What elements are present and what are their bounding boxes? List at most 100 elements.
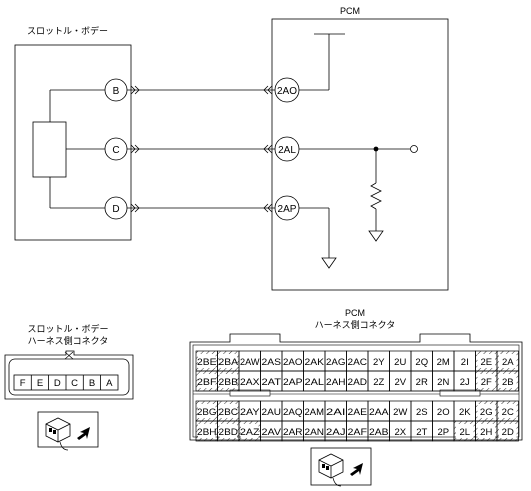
- pcm-pin-2bc: 2BC: [219, 407, 239, 418]
- pcm-pin-2am: 2AM: [305, 407, 325, 418]
- pcm-pin-2ao: 2AO: [274, 77, 300, 103]
- throttle-connector-pin-d: D: [54, 378, 61, 389]
- pcm-pin-2e: 2E: [480, 357, 492, 368]
- pcm-pin-2k: 2K: [459, 407, 471, 418]
- pcm-pin-2aa: 2AA: [369, 407, 389, 418]
- pcm-pin-2ac: 2AC: [348, 357, 368, 368]
- pcm-internal-circuit: [299, 33, 418, 269]
- throttle-connector-title-2: ハーネス側コネクタ: [28, 335, 109, 346]
- pcm-pin-hatch-inner: [456, 424, 474, 438]
- pcm-pin-2bb: 2BB: [219, 377, 239, 388]
- pcm-pin-hatch-inner: [477, 354, 495, 368]
- pcm-pin-hatch-inner: [241, 424, 259, 438]
- pcm-label: PCM: [340, 6, 360, 16]
- pcm-pin-2an: 2AN: [305, 427, 325, 438]
- pcm-connector-title-2: ハーネス側コネクタ: [315, 319, 396, 330]
- pcm-pin-2b: 2B: [502, 377, 514, 388]
- throttle-connector-pin-c: C: [71, 378, 78, 389]
- pcm-pin-hatch-inner: [477, 374, 495, 388]
- pcm-pin-hatch-inner: [219, 354, 237, 368]
- pcm-pin-2af: 2AF: [348, 427, 368, 438]
- pcm-pin-cell: [496, 370, 519, 392]
- pcm-pin-hatch-inner: [219, 404, 237, 418]
- pcm-pin-2n: 2N: [437, 377, 449, 388]
- throttle-pin-c-label: C: [112, 145, 119, 156]
- pcm-pin-2y: 2Y: [373, 357, 385, 368]
- pcm-pin-2i: 2I: [461, 357, 469, 368]
- pcm-pin-2ah: 2AH: [326, 377, 346, 388]
- throttle-pin-b: B: [104, 78, 128, 102]
- pcm-pin-hatch-inner: [499, 374, 517, 388]
- pcm-pin-2r: 2R: [416, 377, 428, 388]
- throttle-harness-connector: F E D C B A: [4, 350, 134, 400]
- pcm-pin-hatch-inner: [198, 424, 216, 438]
- pcm-pin-2q: 2Q: [415, 357, 428, 368]
- pcm-pin-2g: 2G: [480, 407, 493, 418]
- pcm-pin-2ag: 2AG: [326, 357, 346, 368]
- throttle-connector-pin-a: A: [106, 378, 113, 389]
- pcm-pin-cell: [496, 420, 519, 442]
- throttle-connector-pin-f: F: [20, 378, 26, 389]
- pcm-pin-2be: 2BE: [197, 357, 217, 368]
- pcm-pin-2p: 2P: [437, 427, 449, 438]
- pcm-pin-2t: 2T: [416, 427, 427, 438]
- pcm-pin-2d: 2D: [502, 427, 514, 438]
- pcm-pin-2bg: 2BG: [197, 407, 217, 418]
- pcm-pin-2f: 2F: [481, 377, 492, 388]
- pcm-pin-2h: 2H: [480, 427, 492, 438]
- throttle-body-label: スロットル・ボデー: [27, 25, 108, 36]
- pcm-pin-2aq: 2AQ: [283, 407, 303, 418]
- pcm-pin-2z: 2Z: [373, 377, 384, 388]
- throttle-pin-c: C: [104, 137, 128, 161]
- pcm-pin-2al: 2AL: [274, 136, 300, 162]
- pcm-pin-2ap: 2AP: [283, 377, 303, 388]
- harness-wires: [127, 85, 276, 213]
- pcm-pin-2as: 2AS: [262, 357, 282, 368]
- pcm-pin-2m: 2M: [437, 357, 450, 368]
- pcm-pin-2ax: 2AX: [240, 377, 260, 388]
- pcm-pin-2ba: 2BA: [219, 357, 239, 368]
- throttle-pin-d-label: D: [112, 204, 119, 215]
- throttle-connector-pin-b: B: [89, 378, 95, 389]
- pcm-pin-2al: 2AL: [305, 377, 325, 388]
- pcm-pin-hatch-inner: [198, 354, 216, 368]
- pcm-pin-hatch-inner: [219, 424, 237, 438]
- throttle-connector-title-1: スロットル・ボデー: [27, 323, 108, 334]
- pcm-pin-2j: 2J: [460, 377, 470, 388]
- pcm-pin-2at: 2AT: [262, 377, 282, 388]
- pcm-pin-2aw: 2AW: [240, 357, 260, 368]
- pcm-pin-2al-label: 2AL: [278, 145, 296, 156]
- throttle-body-box: [14, 44, 132, 241]
- pcm-pin-2o: 2O: [437, 407, 450, 418]
- pcm-pin-2ae: 2AE: [348, 407, 368, 418]
- pcm-pin-2ao-label: 2AO: [277, 86, 297, 97]
- pcm-pin-2ao: 2AO: [283, 357, 303, 368]
- pcm-pin-hatch-inner: [477, 404, 495, 418]
- pcm-pin-2c: 2C: [502, 407, 514, 418]
- pcm-pin-2ad: 2AD: [348, 377, 368, 388]
- pcm-pin-hatch-inner: [499, 404, 517, 418]
- pcm-pin-hatch-inner: [198, 374, 216, 388]
- harness-view-icon-pcm: [310, 447, 372, 487]
- pcm-pin-2v: 2V: [394, 377, 406, 388]
- pcm-pin-2bd: 2BD: [219, 427, 239, 438]
- pcm-pin-hatch-inner: [499, 354, 517, 368]
- pcm-box: [271, 18, 449, 291]
- pcm-pin-2ai: 2AI: [326, 407, 346, 418]
- pcm-pin-2a: 2A: [502, 357, 514, 368]
- pcm-pin-2aj: 2AJ: [326, 427, 346, 438]
- pcm-pin-2ap-label: 2AP: [278, 204, 297, 215]
- pcm-pin-2ay: 2AY: [240, 407, 260, 418]
- pcm-pin-2az: 2AZ: [240, 427, 260, 438]
- pcm-pin-hatch-inner: [219, 374, 237, 388]
- pcm-pin-2av: 2AV: [262, 427, 282, 438]
- pcm-pin-2au: 2AU: [262, 407, 282, 418]
- pcm-pin-2s: 2S: [416, 407, 428, 418]
- pcm-pin-2ap: 2AP: [274, 195, 300, 221]
- pcm-pin-2x: 2X: [394, 427, 406, 438]
- pcm-pin-2ab: 2AB: [369, 427, 389, 438]
- pcm-pin-hatch-inner: [477, 424, 495, 438]
- throttle-pin-b-label: B: [113, 86, 120, 97]
- pcm-pin-2bf: 2BF: [197, 377, 217, 388]
